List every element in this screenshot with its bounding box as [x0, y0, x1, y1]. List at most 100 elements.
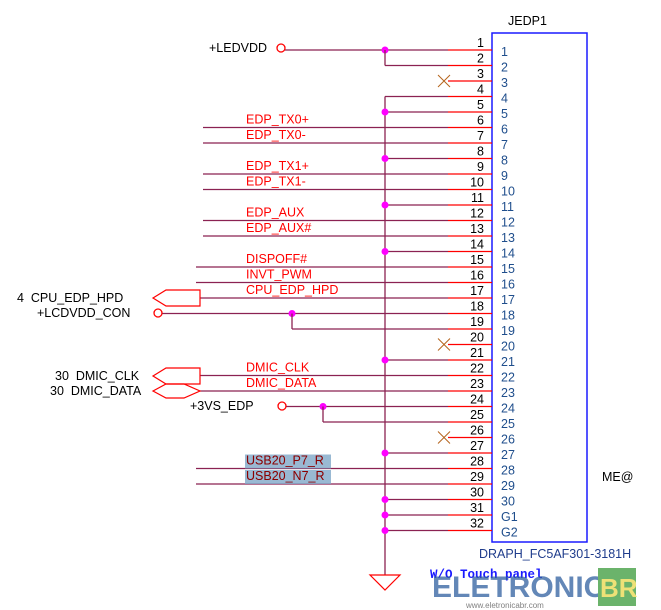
- net-label-23[interactable]: DMIC_DATA: [246, 376, 317, 390]
- pin-label-4: 4: [501, 92, 508, 106]
- pin-number-15: 15: [470, 253, 484, 267]
- pin-number-28: 28: [470, 455, 484, 469]
- connector-part: DRAPH_FC5AF301-3181H: [479, 547, 631, 561]
- svg-text:ELETRONICA: ELETRONICA: [432, 571, 627, 604]
- pin-label-21: 21: [501, 355, 515, 369]
- pin-number-31: 31: [470, 501, 484, 515]
- net-label-29-highlighted[interactable]: USB20_N7_R: [246, 469, 325, 483]
- ledvdd-power-symbol: [276, 43, 286, 53]
- pin-label-5: 5: [501, 107, 508, 121]
- dmic-data-port-label: 30 DMIC_DATA: [50, 384, 142, 398]
- pin-number-5: 5: [477, 98, 484, 112]
- touch-note: W/O Touch panel: [430, 568, 543, 582]
- pin-label-6: 6: [501, 123, 508, 137]
- pin-label-16: 16: [501, 278, 515, 292]
- pin-label-14: 14: [501, 247, 515, 261]
- net-label-15[interactable]: DISPOFF#: [246, 252, 307, 266]
- junction-dot: [381, 201, 389, 209]
- pin-label-19: 19: [501, 324, 515, 338]
- 3vs-label: +3VS_EDP: [190, 399, 254, 413]
- connector-ref: JEDP1: [508, 14, 547, 28]
- svg-text:BR: BR: [600, 573, 638, 603]
- net-label-7[interactable]: EDP_TX0-: [246, 128, 306, 142]
- pin-number-19: 19: [470, 315, 484, 329]
- pin-label-20: 20: [501, 340, 515, 354]
- pin-number-14: 14: [470, 238, 484, 252]
- pin-number-13: 13: [470, 222, 484, 236]
- junction-dot: [381, 449, 389, 457]
- connector-body[interactable]: [491, 32, 588, 543]
- pin-number-29: 29: [470, 470, 484, 484]
- ground-symbol: [368, 574, 402, 591]
- pin-number-30: 30: [470, 486, 484, 500]
- hpd-port-symbol: [151, 289, 201, 307]
- pin-number-6: 6: [477, 114, 484, 128]
- pin-number-32: 32: [470, 517, 484, 531]
- option-note: ME@: [602, 470, 633, 484]
- no-connect-icon: [437, 431, 451, 444]
- junction-dot: [381, 496, 389, 503]
- net-label-28-highlighted[interactable]: USB20_P7_R: [246, 454, 324, 468]
- pin-number-16: 16: [470, 269, 484, 283]
- net-label-9[interactable]: EDP_TX1+: [246, 159, 309, 173]
- pin-label-24: 24: [501, 402, 515, 416]
- watermark-logo: ELETRONICA BR www.eletronicabr.com: [432, 568, 638, 610]
- selection-highlight: [245, 454, 331, 469]
- dmic-data-port-symbol: [151, 383, 202, 399]
- pin-label-12: 12: [501, 216, 515, 230]
- pin-number-9: 9: [477, 160, 484, 174]
- pin-label-1: 1: [501, 45, 508, 59]
- pin-number-20: 20: [470, 331, 484, 345]
- net-label-10[interactable]: EDP_TX1-: [246, 175, 306, 189]
- pin-label-11: 11: [501, 200, 514, 214]
- no-connect-icon: [437, 74, 451, 88]
- pin-number-22: 22: [470, 362, 484, 376]
- hpd-port-label: 4 CPU_EDP_HPD: [17, 291, 123, 305]
- pin-label-7: 7: [501, 138, 508, 152]
- pin-number-27: 27: [470, 439, 484, 453]
- junction-dot: [381, 511, 389, 519]
- dmic-clk-port-label: 30 DMIC_CLK: [55, 369, 140, 383]
- selection-highlight: [245, 470, 331, 484]
- pin-number-25: 25: [470, 408, 484, 422]
- lcdvdd-power-symbol: [153, 308, 163, 318]
- svg-text:www.eletronicabr.com: www.eletronicabr.com: [465, 601, 544, 610]
- pin-label-13: 13: [501, 231, 515, 245]
- net-label-13[interactable]: EDP_AUX#: [246, 221, 311, 235]
- 3vs-power-symbol: [277, 401, 287, 411]
- pin-number-18: 18: [470, 300, 484, 314]
- pin-label-32: G2: [501, 526, 518, 540]
- pin-number-1: 1: [477, 36, 484, 50]
- pin-number-21: 21: [470, 346, 484, 360]
- ledvdd-label: +LEDVDD: [209, 41, 267, 55]
- pin-number-24: 24: [470, 393, 484, 407]
- pin-number-3: 3: [477, 67, 484, 81]
- pin-label-17: 17: [501, 293, 515, 307]
- pin-number-11: 11: [471, 191, 484, 205]
- pin-label-31: G1: [501, 510, 518, 524]
- pin-label-29: 29: [501, 479, 515, 493]
- net-label-17[interactable]: CPU_EDP_HPD: [246, 283, 338, 297]
- pin-label-8: 8: [501, 154, 508, 168]
- pin-number-2: 2: [477, 52, 484, 66]
- pin-number-4: 4: [477, 83, 484, 97]
- net-label-22[interactable]: DMIC_CLK: [246, 361, 310, 375]
- lcdvdd-label: +LCDVDD_CON: [37, 306, 130, 320]
- pin-label-23: 23: [501, 386, 515, 400]
- net-label-6[interactable]: EDP_TX0+: [246, 113, 309, 127]
- net-label-12[interactable]: EDP_AUX: [246, 206, 305, 220]
- pin-label-30: 30: [501, 495, 515, 509]
- pin-number-23: 23: [470, 377, 484, 391]
- pin-label-10: 10: [501, 185, 515, 199]
- pin-label-26: 26: [501, 433, 515, 447]
- no-connect-icon: [437, 338, 451, 351]
- pin-label-9: 9: [501, 169, 508, 183]
- dmic-clk-port-symbol: [151, 367, 201, 385]
- pin-number-17: 17: [470, 284, 484, 298]
- pin-label-3: 3: [501, 76, 508, 90]
- net-label-16[interactable]: INVT_PWM: [246, 268, 312, 282]
- pin-number-10: 10: [470, 176, 484, 190]
- pin-label-25: 25: [501, 417, 515, 431]
